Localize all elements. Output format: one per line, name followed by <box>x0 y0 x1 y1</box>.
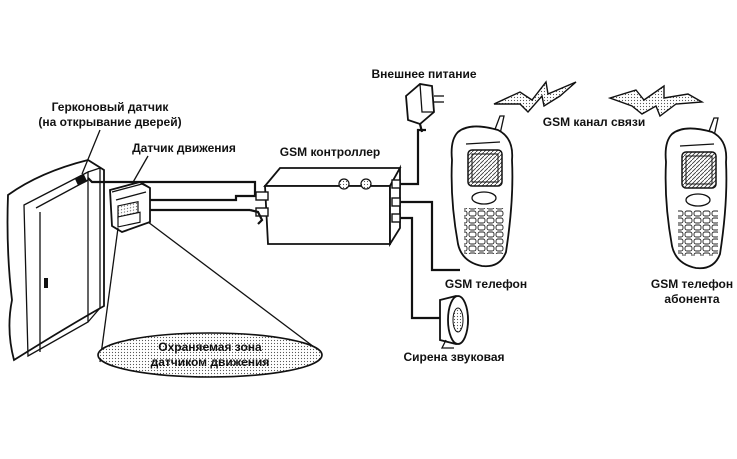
wiring <box>87 177 258 212</box>
motion-sensor-pointer <box>131 155 149 185</box>
motion-sensor-label: Датчик движения <box>132 141 236 155</box>
subscriber-phone-label-line1: GSM телефон <box>651 277 733 291</box>
external-power-label: Внешнее питание <box>372 67 477 81</box>
zone-label-line1: Охраняемая зона <box>158 340 262 354</box>
subscriber-phone-label-line2: абонента <box>664 292 719 306</box>
gsm-phone-label: GSM телефон <box>445 277 527 291</box>
controller-input-wire <box>249 208 264 225</box>
subscriber-phone-icon <box>664 117 728 270</box>
gsm-channel-label: GSM канал связи <box>543 115 645 129</box>
mobile-phone-icon <box>450 115 514 268</box>
power-adapter-icon <box>405 83 444 133</box>
reed-sensor-pointer <box>81 129 101 175</box>
siren-label: Сирена звуковая <box>403 350 504 364</box>
zone-label-line2: датчиком движения <box>151 355 270 369</box>
door-icon <box>6 159 105 362</box>
gsm-controller-icon <box>255 164 402 248</box>
coverage-zone-ellipse <box>97 332 323 378</box>
reed-sensor-icon <box>74 174 88 186</box>
reed-sensor-label-line1: Герконовый датчик <box>52 100 170 114</box>
gsm-controller-label: GSM контроллер <box>280 145 380 159</box>
reed-sensor-label-line2: (на открывание дверей) <box>38 115 181 129</box>
siren-icon <box>439 295 469 349</box>
lightning-signal-icon <box>493 80 705 118</box>
coverage-cone <box>99 221 319 363</box>
motion-sensor-icon <box>109 181 151 233</box>
